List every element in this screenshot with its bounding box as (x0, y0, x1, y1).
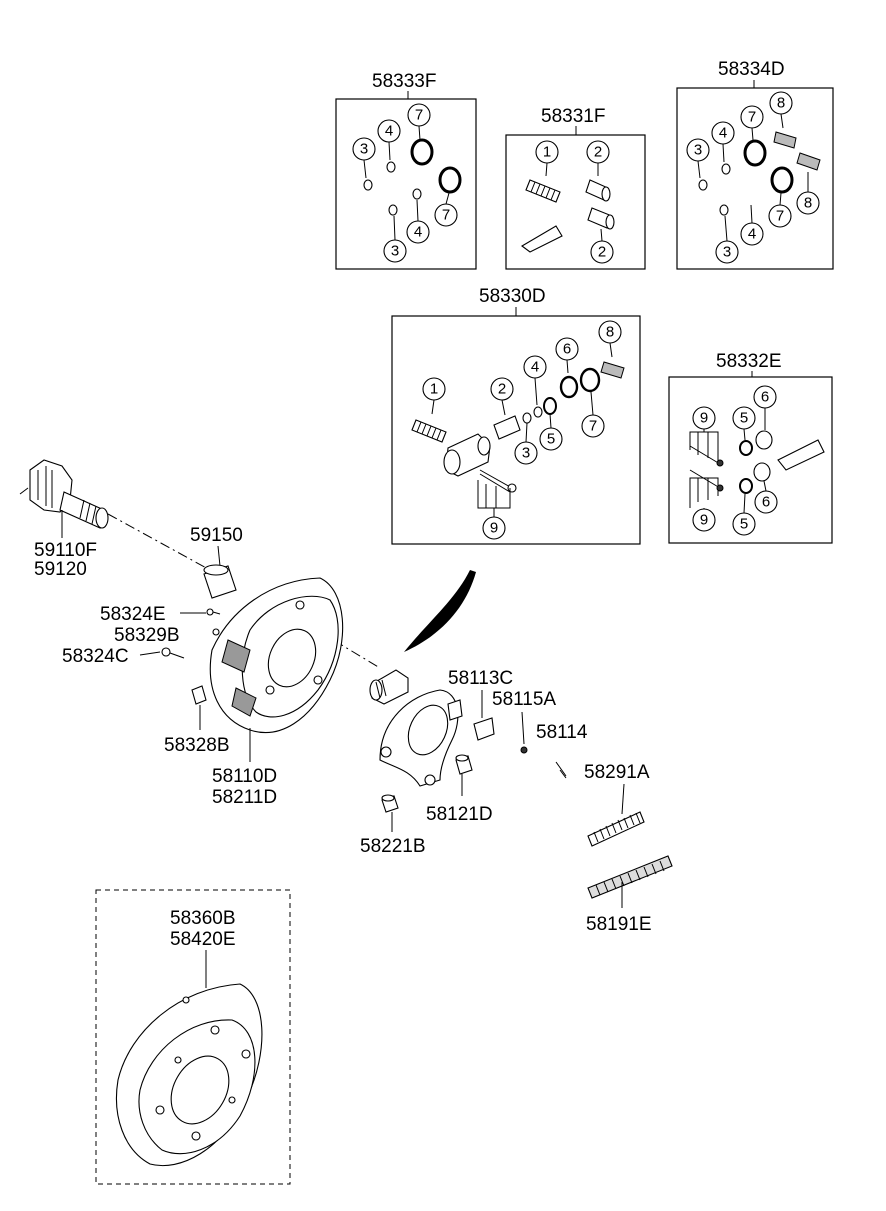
callout-58334D-4b: 4 (748, 226, 756, 243)
kit-58331F: 58331F 1 2 2 (505, 106, 646, 270)
callout-58330D-4: 4 (531, 359, 539, 376)
callout-58334D-4a: 4 (719, 125, 727, 142)
callout-58333F-7a: 7 (415, 107, 423, 124)
callout-58330D-3: 3 (522, 445, 530, 462)
part-label-58291A: 58291A (584, 762, 650, 783)
callout-58333F-3a: 3 (360, 141, 368, 158)
spring-58191E: 58191E (586, 855, 673, 935)
kit-58334D-title: 58334D (718, 59, 785, 80)
callout-58332E-5a: 5 (740, 410, 748, 427)
part-label-58221B: 58221B (360, 836, 426, 857)
part-label-58110D: 58110D (212, 766, 277, 787)
part-label-58360B: 58360B (170, 908, 236, 929)
part-label-58191E: 58191E (586, 914, 652, 935)
axle-shaft-59110F: 59110F 59120 (19, 459, 109, 580)
callout-58332E-9a: 9 (700, 410, 708, 427)
callout-58330D-2: 2 (498, 381, 506, 398)
brake-shoe: 58113C 58115A 58114 (379, 668, 588, 787)
callout-58331F-2a: 2 (594, 144, 602, 161)
backing-plate-58110D: 58110D 58211D (209, 577, 344, 808)
spring-58291A: 58291A (584, 762, 650, 847)
small-bolts: 58324E 58329B 58324C 58328B (62, 604, 230, 756)
kit-58334D: 58334D 8 7 4 3 8 7 4 3 (676, 59, 834, 270)
kit-58332E-box (668, 376, 833, 544)
callout-58332E-5b: 5 (740, 516, 748, 533)
callout-58330D-8: 8 (606, 324, 614, 341)
part-label-58329B: 58329B (114, 625, 180, 646)
callout-58333F-4b: 4 (414, 224, 422, 241)
callout-58333F-3b: 3 (391, 243, 399, 260)
callout-58331F-2b: 2 (598, 244, 606, 261)
kit-58332E-title: 58332E (716, 351, 782, 372)
kit-58333F: 58333F 7 4 3 7 4 3 (335, 71, 477, 270)
callout-58334D-8a: 8 (777, 95, 785, 112)
backing-plate-kit-58360B: 58360B 58420E (95, 889, 291, 1185)
callout-58334D-8b: 8 (804, 195, 812, 212)
callout-58330D-6: 6 (563, 341, 571, 358)
bushing-59150: 59150 (190, 525, 243, 599)
kit-58330D-box (391, 315, 641, 545)
part-label-58211D: 58211D (212, 787, 277, 808)
part-label-59110F: 59110F (34, 540, 97, 561)
callout-58333F-4a: 4 (385, 123, 393, 140)
kit-58333F-box (335, 98, 477, 270)
callout-58330D-5: 5 (547, 431, 555, 448)
part-label-58420E: 58420E (170, 929, 236, 950)
callout-58331F-1: 1 (543, 144, 551, 161)
part-label-58328B: 58328B (164, 735, 230, 756)
part-label-59120: 59120 (34, 559, 87, 580)
callout-58332E-9b: 9 (700, 512, 708, 529)
kit-58330D-title: 58330D (479, 286, 546, 307)
callout-58332E-6a: 6 (761, 389, 769, 406)
callout-58334D-7b: 7 (776, 208, 784, 225)
kit-58333F-title: 58333F (372, 71, 436, 92)
part-label-58115A: 58115A (492, 689, 556, 710)
part-label-58114: 58114 (536, 722, 588, 743)
bushing-58121D: 58121D (426, 754, 493, 825)
kit-58330D: 58330D 8 6 4 2 1 5 3 7 9 (391, 286, 641, 545)
callout-58334D-3a: 3 (694, 142, 702, 159)
callout-58330D-1: 1 (430, 381, 438, 398)
wedge-arrow (404, 570, 476, 652)
kit-58331F-title: 58331F (541, 106, 605, 127)
dashed-kit-box (95, 889, 291, 1185)
callout-58333F-7b: 7 (442, 207, 450, 224)
part-label-58324E: 58324E (100, 604, 166, 625)
callout-58332E-6b: 6 (762, 494, 770, 511)
kit-58331F-box (505, 134, 646, 270)
callout-58330D-7: 7 (589, 418, 597, 435)
kit-58334D-box (676, 87, 834, 270)
part-label-59150: 59150 (190, 525, 243, 546)
part-label-58121D: 58121D (426, 804, 493, 825)
pin-58221B: 58221B (360, 794, 426, 857)
kit-58332E: 58332E 9 5 6 9 5 6 (668, 351, 833, 544)
part-label-58113C: 58113C (448, 668, 513, 689)
callout-58330D-9: 9 (490, 520, 498, 537)
part-label-58324C: 58324C (62, 646, 129, 667)
wheel-cylinder (369, 669, 409, 705)
callout-58334D-3b: 3 (723, 244, 731, 261)
callout-58334D-7a: 7 (748, 109, 756, 126)
